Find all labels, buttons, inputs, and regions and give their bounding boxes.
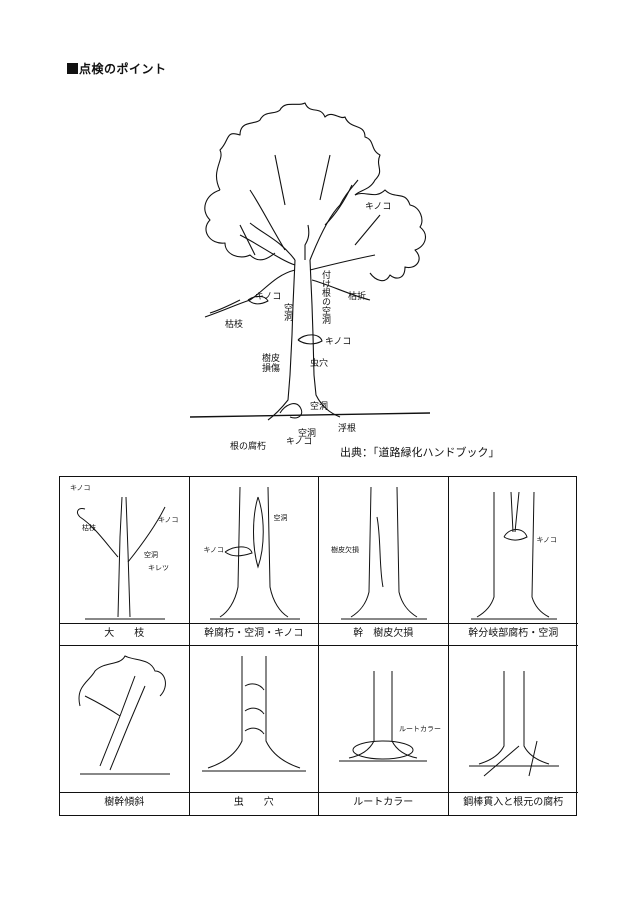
cell-root-collar: ルートカラー ルートカラー	[319, 645, 449, 816]
cell4-label-0: キノコ	[536, 536, 558, 544]
label-mushiana: 虫穴	[310, 359, 329, 369]
cell-fork-rot: キノコ 幹分岐部腐朽・空洞	[448, 477, 578, 645]
cell-caption: 幹腐朽・空洞・キノコ	[204, 628, 304, 639]
cell-image: 樹皮欠損	[319, 477, 448, 624]
label-kinoko-left: キノコ	[255, 292, 282, 302]
cell-image: 空洞 キノコ	[189, 477, 318, 624]
cell1-label-2: キノコ	[158, 516, 179, 524]
cell-steel-rod: 鋼棒貫入と根元の腐朽	[448, 645, 578, 816]
cell-large-branch: キノコ 枯枝 キノコ 空洞 キレツ 大 枝	[60, 477, 190, 645]
source-citation: 出典：「道路緑化ハンドブック」	[340, 446, 500, 459]
cell-image: ルートカラー	[319, 646, 448, 793]
label-kareore: 枯折	[348, 292, 367, 302]
cell-caption: 幹 樹皮欠損	[353, 628, 414, 639]
label-kinoko-top: キノコ	[365, 202, 392, 212]
cell7-label-0: ルートカラー	[399, 725, 441, 733]
root-collar-drawing	[339, 671, 427, 762]
trunk-rot-drawing	[209, 486, 300, 620]
cell-bark-loss: 樹皮欠損 幹 樹皮欠損	[319, 477, 449, 645]
inspection-grid: キノコ 枯枝 キノコ 空洞 キレツ 大 枝 空洞 キノコ 幹腐朽・空洞・キノコ	[59, 476, 578, 816]
cell-image: キノコ 枯枝 キノコ 空洞 キレツ	[60, 477, 189, 624]
label-kuudou-base: 空洞	[310, 402, 329, 412]
steel-rod-drawing	[468, 671, 559, 777]
fork-rot-drawing	[470, 491, 557, 620]
trunk-lean-drawing	[78, 655, 170, 775]
cell-caption: ルートカラー	[353, 797, 414, 808]
cell1-label-0: キノコ	[70, 484, 91, 492]
cell-insect-hole: 虫 穴	[189, 645, 319, 816]
bark-loss-drawing	[341, 486, 427, 620]
cell1-label-4: キレツ	[148, 564, 169, 572]
cell-trunk-lean: 樹幹傾斜	[60, 645, 190, 816]
cell-caption: 大 枝	[104, 628, 145, 639]
section-heading: 点検のポイント	[67, 60, 167, 77]
tree-drawing	[189, 102, 431, 421]
black-square-icon	[67, 63, 78, 74]
main-tree-illustration: キノコ キノコ 枯枝 空洞 付け根の空洞 枯折 キノコ 樹皮損傷 虫穴 空洞 浮…	[180, 95, 460, 452]
large-branch-drawing	[77, 496, 166, 620]
cell1-label-3: 空洞	[144, 551, 158, 559]
label-ne-no-fukyuu: 根の腐朽	[230, 442, 267, 452]
cell-caption: 鋼棒貫入と根元の腐朽	[463, 797, 564, 808]
cell-image	[448, 646, 578, 793]
cell2-label-1: キノコ	[203, 546, 225, 554]
label-kinoko-mid: キノコ	[325, 337, 352, 347]
cell2-label-0: 空洞	[273, 514, 288, 522]
cell-caption: 虫 穴	[233, 797, 274, 808]
label-kinoko-root: キノコ	[286, 437, 313, 447]
label-kareeda: 枯枝	[225, 320, 244, 330]
cell-image: キノコ	[448, 477, 578, 624]
cell1-label-1: 枯枝	[82, 524, 96, 532]
cell3-label-0: 樹皮欠損	[331, 546, 359, 554]
cell-image	[189, 646, 318, 793]
label-fuukai: 浮根	[338, 424, 357, 434]
label-kuudou-root: 空洞	[298, 429, 317, 439]
cell-image	[60, 646, 189, 793]
cell-caption: 樹幹傾斜	[104, 797, 145, 808]
label-tsukene-kuudou: 付け根の空洞	[320, 270, 330, 324]
label-juhi-sonshou: 樹皮損傷	[262, 354, 281, 374]
cell-caption: 幹分岐部腐朽・空洞	[468, 628, 559, 639]
label-kuudou-trunk: 空洞	[282, 303, 292, 321]
heading-text: 点検のポイント	[79, 62, 167, 76]
insect-hole-drawing	[201, 656, 306, 772]
cell-trunk-rot: 空洞 キノコ 幹腐朽・空洞・キノコ	[189, 477, 319, 645]
